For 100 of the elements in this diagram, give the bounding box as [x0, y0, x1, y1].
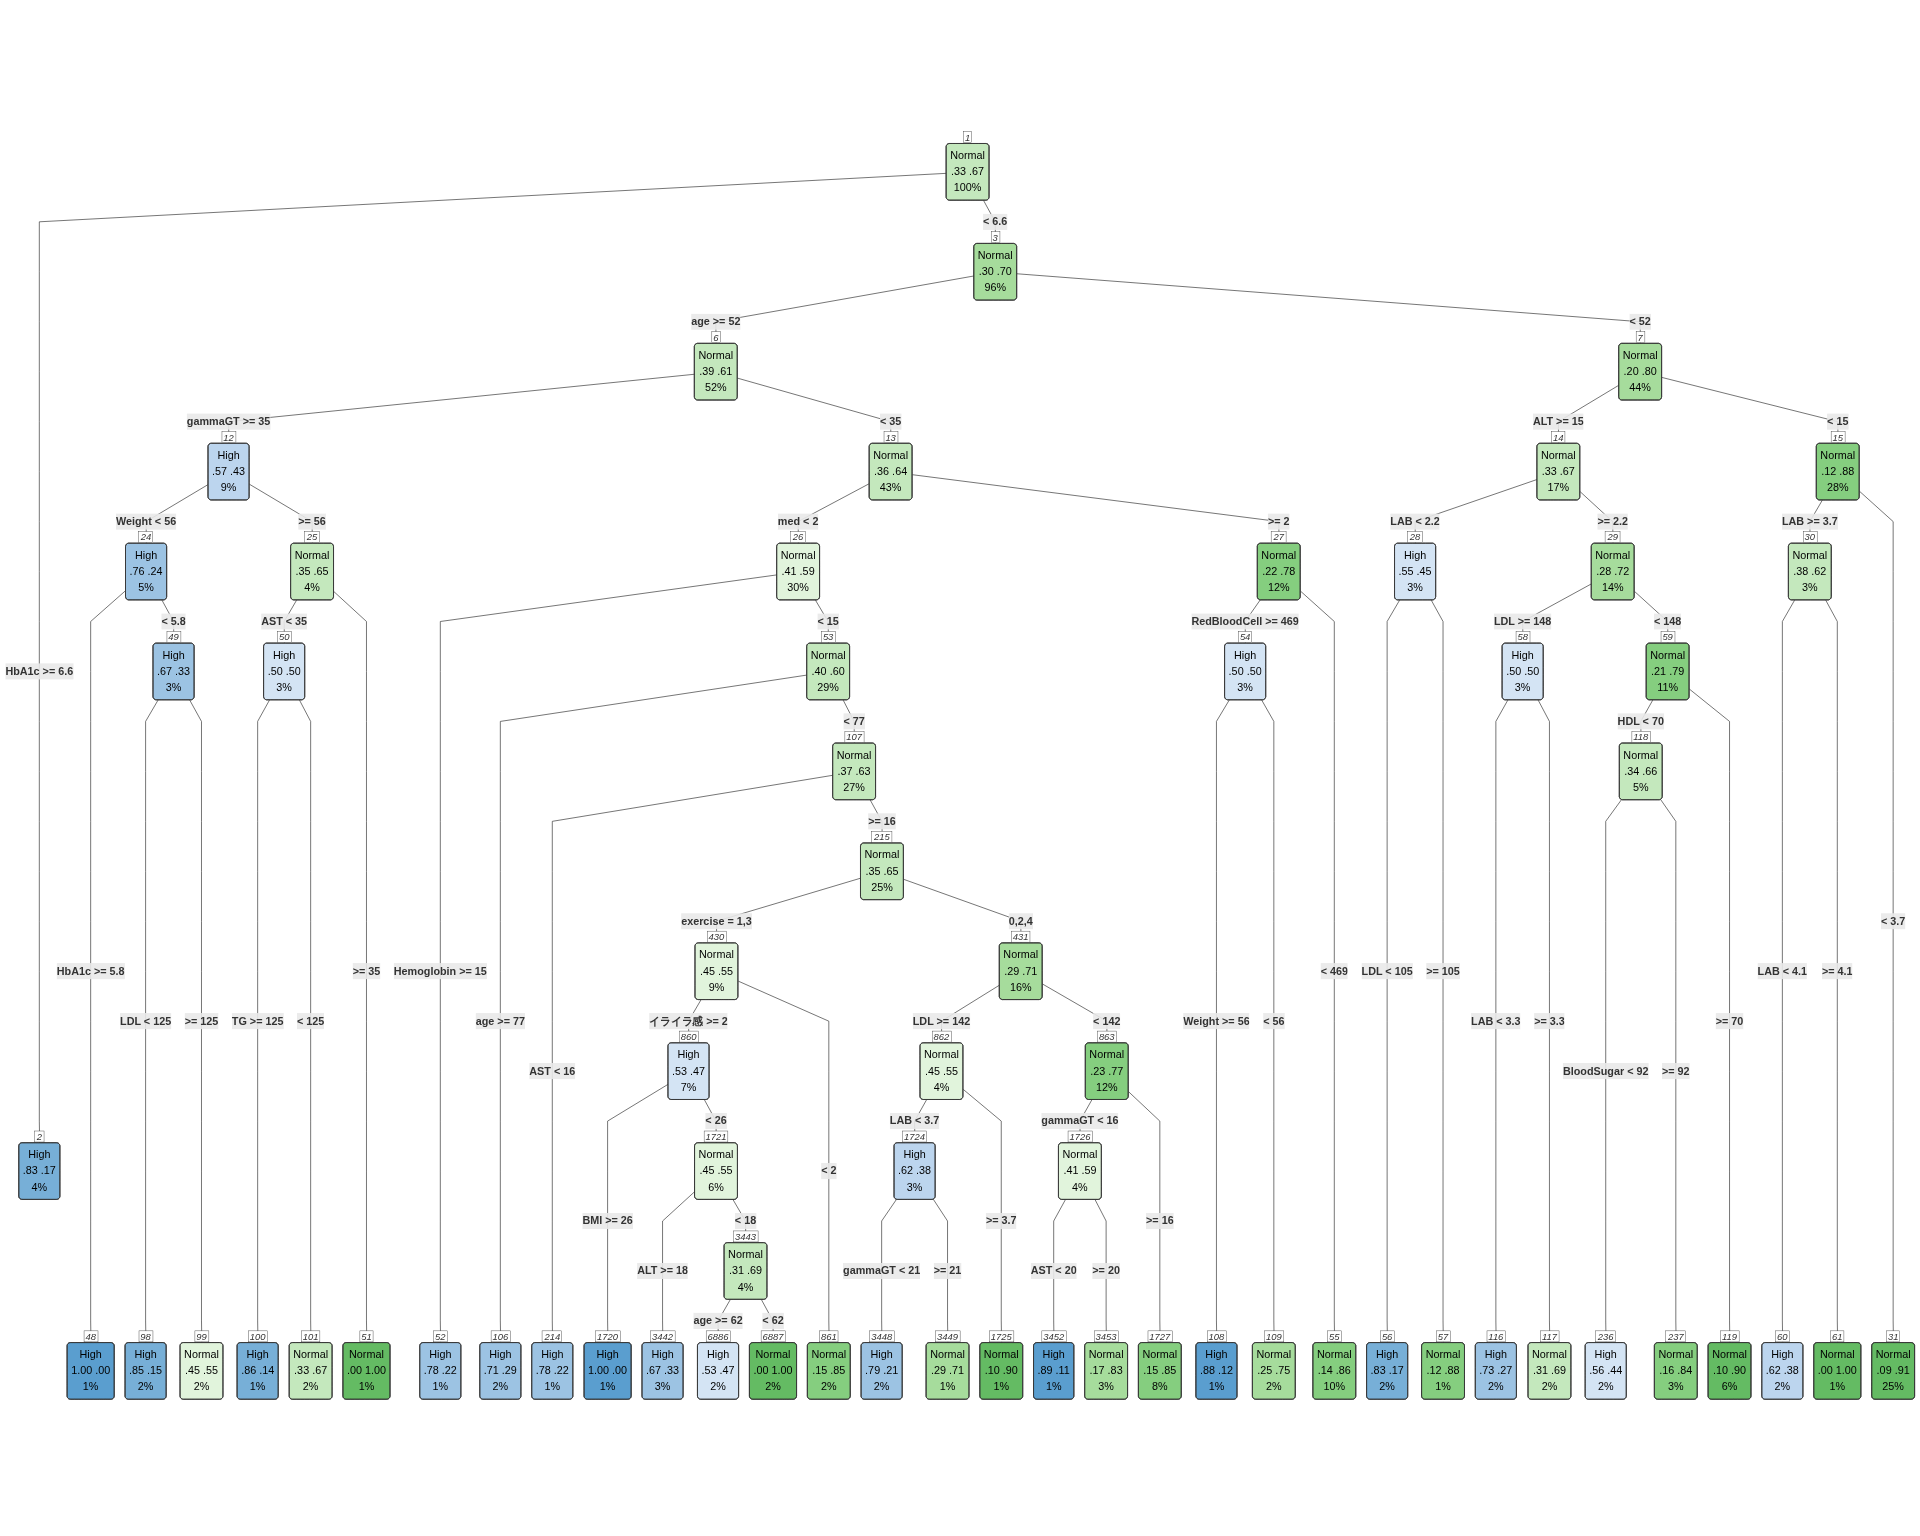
edge-label: BloodSugar < 92: [1562, 1065, 1649, 1077]
edge-label: gammaGT < 16: [1041, 1115, 1119, 1127]
node-number: 1725: [989, 1330, 1015, 1343]
node-number: 107: [844, 731, 865, 743]
edge-label: < 15: [817, 615, 839, 627]
node-number: 29: [1604, 531, 1621, 543]
edge-label: ALT >= 15: [1532, 415, 1584, 428]
node-number: 26: [790, 531, 806, 543]
node-number: 59: [1660, 631, 1676, 643]
node-number: 862: [932, 1030, 952, 1043]
node-number: 1724: [902, 1130, 927, 1143]
edge-label: < 15: [1827, 415, 1849, 428]
edge-label: age >= 52: [691, 315, 741, 328]
node-number: 6887: [760, 1330, 786, 1343]
edge-label: >= 2.2: [1597, 515, 1629, 527]
edge-label: < 3.7: [1880, 915, 1906, 927]
node-number: 48: [83, 1330, 99, 1343]
edge-label: < 18: [734, 1214, 757, 1227]
node-number: 236: [1595, 1330, 1616, 1343]
node-number: 6886: [705, 1330, 731, 1343]
node-number: 3443: [733, 1230, 759, 1243]
node-number: 99: [194, 1330, 210, 1343]
node-number: 25: [304, 531, 320, 543]
node-number: 3449: [935, 1330, 961, 1343]
edge-label: LAB < 4.1: [1757, 965, 1808, 977]
edge-label: 0,2,4: [1008, 915, 1033, 927]
edge-label: LDL < 125: [120, 1015, 172, 1027]
edge-label: >= 16: [1146, 1214, 1174, 1227]
edge-label: < 62: [762, 1314, 784, 1327]
node-number: 116: [1486, 1330, 1506, 1343]
node-number: 108: [1207, 1330, 1227, 1343]
node-number: 6: [711, 331, 721, 343]
node-number: 117: [1540, 1330, 1560, 1343]
edge-label: gammaGT >= 35: [186, 415, 271, 428]
node-number: 56: [1380, 1330, 1395, 1343]
node-number: 109: [1264, 1330, 1284, 1343]
node-number: 101: [301, 1330, 321, 1343]
edge-label: < 6.6: [983, 215, 1008, 228]
node-number: 214: [541, 1330, 562, 1343]
node-number: 237: [1665, 1330, 1686, 1343]
node-number: 118: [1631, 731, 1651, 743]
edge-label: < 77: [843, 715, 865, 727]
edge-label: gammaGT < 21: [843, 1264, 921, 1277]
edge-label: >= 70: [1715, 1015, 1744, 1027]
edge-label: < 148: [1653, 615, 1682, 627]
edge-label: LAB >= 3.7: [1781, 515, 1838, 527]
node-number: 861: [819, 1330, 839, 1343]
node-number: 51: [359, 1330, 374, 1343]
edge-label: LAB < 2.2: [1390, 515, 1440, 527]
edge-label: LDL >= 142: [912, 1015, 971, 1027]
node-number: 430: [707, 930, 727, 943]
edge-label: < 35: [879, 415, 902, 428]
edge-label: >= 56: [298, 515, 326, 527]
node-number: 1727: [1147, 1330, 1173, 1343]
node-number: 55: [1327, 1330, 1342, 1343]
node-number: 1: [963, 131, 972, 143]
edge-label: HbA1c >= 6.6: [5, 665, 74, 677]
node-number: 27: [1270, 531, 1287, 543]
edge-label: < 5.8: [161, 615, 186, 627]
edge-label: >= 16: [868, 815, 896, 827]
node-number: 100: [248, 1330, 268, 1343]
node-number: 30: [1803, 531, 1818, 543]
edge-label: Weight < 56: [116, 515, 177, 527]
edge-label: >= 125: [184, 1015, 219, 1027]
node-number: 3448: [869, 1330, 895, 1343]
edge-label: ALT >= 18: [637, 1264, 688, 1277]
node-number: 215: [871, 831, 893, 843]
edge-label: LAB < 3.7: [889, 1115, 940, 1127]
edge-label: >= 105: [1426, 965, 1460, 977]
edge-label: >= 92: [1662, 1065, 1690, 1077]
edge-label: LAB < 3.3: [1471, 1015, 1521, 1027]
node-number: 1720: [595, 1330, 621, 1343]
node-number: 431: [1011, 930, 1031, 943]
node-number: 106: [490, 1330, 511, 1343]
node-number: 863: [1097, 1030, 1117, 1043]
edge-label: < 142: [1093, 1015, 1121, 1027]
node-number: 58: [1515, 631, 1531, 643]
edge-label: HbA1c >= 5.8: [56, 965, 125, 977]
edge-label: < 125: [296, 1015, 325, 1027]
node-number: 61: [1830, 1330, 1845, 1343]
edge-label: < 2: [821, 1164, 837, 1177]
edge-label: >= 2: [1267, 515, 1290, 527]
edge-label: < 56: [1263, 1015, 1285, 1027]
node-number: 2: [34, 1130, 45, 1143]
edge-label: < 52: [1629, 315, 1651, 328]
node-number: 7: [1635, 331, 1646, 343]
node-number: 50: [277, 631, 292, 643]
node-number: 13: [883, 431, 899, 443]
edge-label: exercise = 1,3: [681, 915, 752, 927]
edge-label: AST < 35: [261, 615, 308, 627]
edge-label: < 469: [1320, 965, 1348, 977]
edge-label: RedBloodCell >= 469: [1191, 615, 1299, 627]
node-number: 15: [1830, 431, 1846, 443]
node-number: 3442: [650, 1330, 676, 1343]
edge-label: HDL < 70: [1617, 715, 1664, 727]
edge-label: Weight >= 56: [1183, 1015, 1250, 1027]
edge-label: AST < 16: [529, 1065, 576, 1077]
node-number: 53: [821, 631, 836, 643]
node-number: 31: [1886, 1330, 1900, 1343]
edge-label: >= 21: [933, 1264, 962, 1277]
